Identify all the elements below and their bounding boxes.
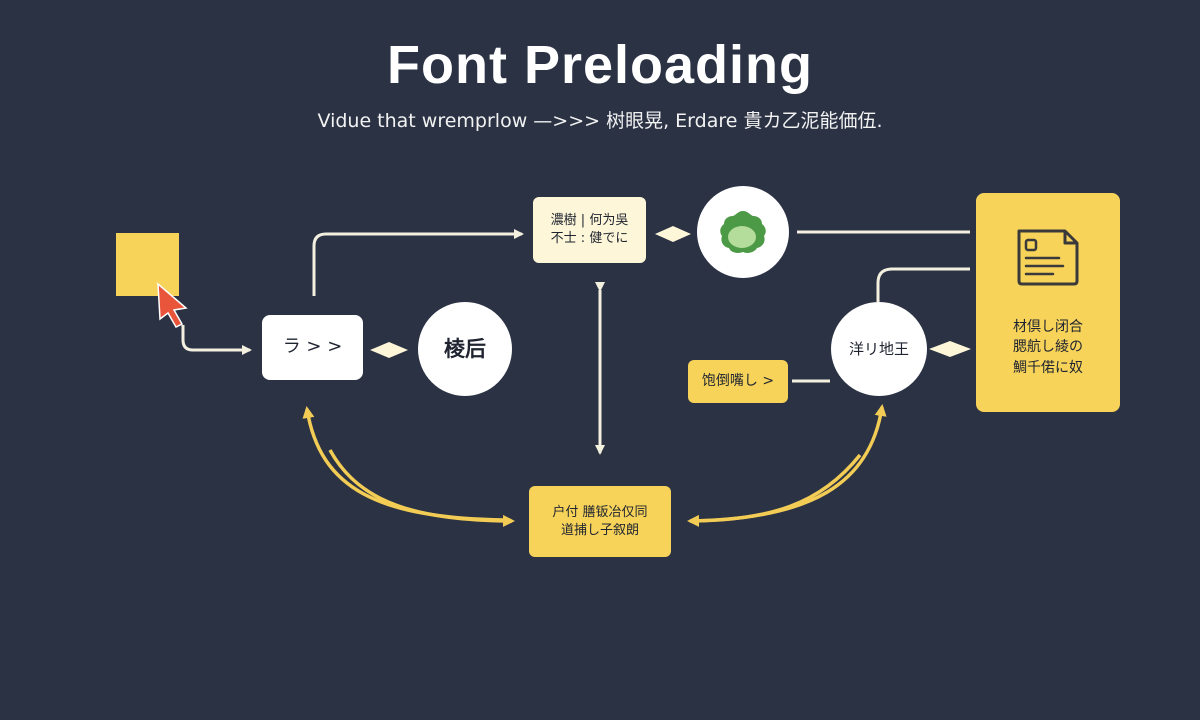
step-box-bottom-label: 户付 膳钣冶仅同 道捕し子叙朗 <box>552 504 648 538</box>
step-circle-green <box>697 186 789 278</box>
result-panel: 材倶し闭合 腮航し綾の 鯛千偌に奴 <box>976 193 1120 412</box>
mouse-pointer-icon <box>157 282 188 328</box>
result-panel-label: 材倶し闭合 腮航し綾の 鯛千偌に奴 <box>1013 319 1083 376</box>
step-box-arrows: ラ > > <box>262 315 363 380</box>
link-start-to-box <box>181 325 252 355</box>
link-circle-to-panel <box>876 267 970 302</box>
page-subtitle: Vidue that wremprlow —>>> 树眼晃, Erdare 貴カ… <box>317 110 883 132</box>
leaf-icon <box>720 211 766 253</box>
curve-arrow-right-left <box>687 453 862 527</box>
start-square <box>116 233 179 296</box>
connector-diamond <box>929 341 971 357</box>
step-box-bottom: 户付 膳钣冶仅同 道捕し子叙朗 <box>529 486 671 557</box>
connector-diamond <box>655 226 691 242</box>
step-box-top-label: 濃樹 | 何为吳 不士 : 健でに <box>550 213 629 246</box>
step-circle-right: 洋リ地王 <box>831 302 927 396</box>
document-icon <box>1017 229 1079 286</box>
curve-arrow-left-right <box>328 449 515 527</box>
page-title: Font Preloading <box>387 35 813 95</box>
step-box-top: 濃樹 | 何为吳 不士 : 健でに <box>533 197 646 263</box>
step-box-small: 饱倒嘴し > <box>688 360 788 403</box>
step-box-small-label: 饱倒嘴し > <box>701 373 775 390</box>
step-circle-left-label: 棱后 <box>444 336 486 361</box>
step-circle-left: 棱后 <box>418 302 512 396</box>
link-box-to-top <box>312 229 524 296</box>
step-circle-right-label: 洋リ地王 <box>848 339 909 358</box>
connector-diamond <box>370 342 408 358</box>
curve-arrow-left-up <box>302 406 506 522</box>
step-box-arrows-label: ラ > > <box>282 336 343 358</box>
